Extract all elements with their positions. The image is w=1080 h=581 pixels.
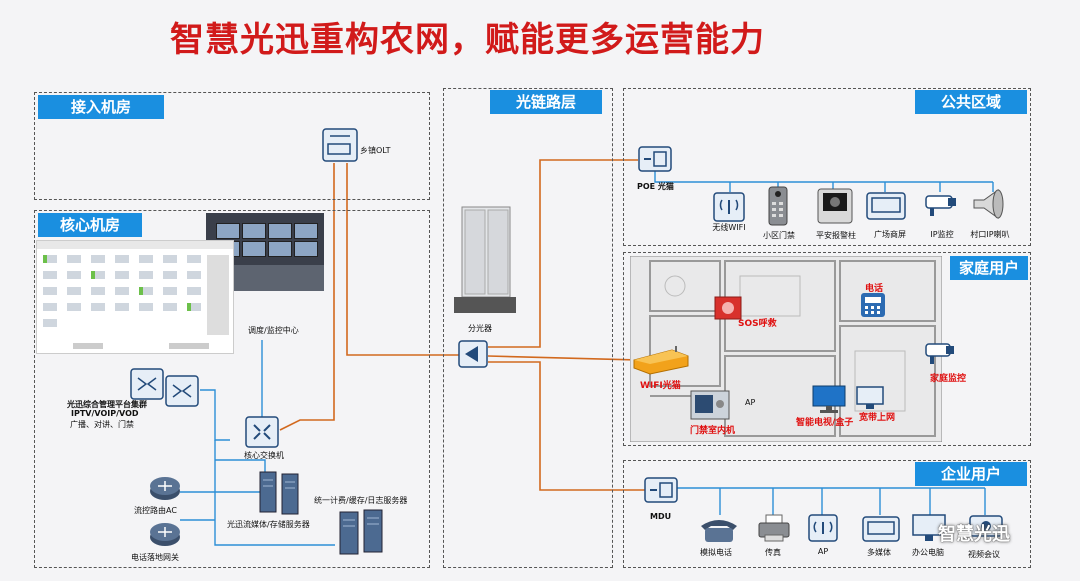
fiber-splitter-home — [487, 355, 641, 361]
poe-onu-icon — [638, 146, 672, 172]
floorplan — [630, 256, 942, 442]
voice-gateway-label: 电话落地网关 — [131, 553, 179, 562]
fiber-splitter-public — [488, 159, 638, 348]
door-access-label: 小区门禁 — [763, 231, 795, 240]
splitter-cabinet-icon — [454, 206, 516, 313]
ap-enterprise-label: AP — [817, 547, 829, 556]
ap-home-label: AP — [745, 398, 756, 407]
enterprise-users-panel — [623, 460, 1031, 568]
fiber-splitter-enterprise — [488, 361, 645, 491]
platform-cluster-icon — [130, 368, 199, 407]
access-room-panel — [34, 92, 430, 200]
wifi-label: 无线WIFI — [712, 223, 746, 232]
stream-servers-label: 光迅流媒体/存储服务器 — [227, 520, 310, 529]
door-indoor-icon — [690, 390, 730, 420]
ethernet-lines — [180, 170, 994, 546]
smart-tv-label: 智能电视/盒子 — [796, 418, 854, 428]
multimedia-label: 多媒体 — [867, 548, 891, 557]
fax-label: 传真 — [765, 548, 781, 557]
speaker-icon — [973, 189, 1004, 219]
analog-phone-icon — [701, 520, 737, 542]
management-screenshot — [36, 240, 234, 354]
ip-camera-icon — [925, 195, 956, 216]
public-area-panel — [623, 88, 1031, 246]
mdu-label: MDU — [650, 512, 672, 521]
door-indoor-label: 门禁室内机 — [690, 426, 736, 436]
olt-label: 乡镇OLT — [360, 146, 391, 155]
watermark: 智慧光迅 — [938, 524, 1010, 545]
stream-servers-icon — [259, 471, 299, 515]
platform-label-3: 广播、对讲、门禁 — [70, 420, 134, 429]
speaker-label: 村口IP喇叭 — [970, 230, 1010, 239]
flow-router-label: 流控路由AC — [134, 506, 177, 515]
platform-label-1: 光迅综合管理平台集群 — [67, 400, 147, 409]
video-conf-icon — [969, 515, 1003, 537]
public-area-title: 公共区域 — [915, 90, 1027, 114]
home-users-panel — [623, 252, 1031, 446]
core-room-title: 核心机房 — [38, 213, 142, 237]
mdu-icon — [644, 477, 678, 503]
office-pc-icon — [912, 514, 946, 541]
control-center-label: 调度/监控中心 — [248, 326, 299, 335]
office-pc-label: 办公电脑 — [912, 548, 944, 557]
access-room-title: 接入机房 — [38, 95, 164, 119]
ip-camera-label: IP监控 — [930, 230, 954, 239]
core-switch-icon — [245, 416, 279, 448]
video-conf-label: 视频会议 — [968, 550, 1000, 559]
flow-router-icon — [150, 477, 180, 500]
platform-label-2: IPTV/VOIP/VOD — [71, 409, 139, 418]
broadcast-screen-label: 广场商屏 — [874, 230, 906, 239]
optical-splitter-icon — [458, 340, 488, 368]
home-camera-icon — [925, 343, 954, 364]
sos-label: SOS呼救 — [738, 319, 777, 329]
poe-onu-label: POE 光猫 — [637, 182, 674, 191]
fiber-lines — [279, 159, 645, 491]
fiber-olt-switch — [279, 163, 335, 431]
analog-phone-label: 模拟电话 — [700, 548, 732, 557]
wifi-onu-label: WIFI光猫 — [640, 381, 681, 391]
enterprise-users-title: 企业用户 — [915, 462, 1027, 486]
olt-icon — [322, 128, 358, 162]
broadcast-screen-icon — [866, 192, 906, 220]
wifi-onu-icon — [633, 346, 689, 375]
core-room-panel — [34, 210, 430, 568]
home-users-title: 家庭用户 — [950, 256, 1028, 280]
ap-enterprise-icon — [808, 514, 838, 542]
phone-icon — [861, 293, 885, 317]
home-camera-label: 家庭监控 — [930, 374, 967, 384]
splitter-label: 分光器 — [468, 324, 492, 333]
sos-icon — [714, 296, 742, 320]
billing-servers-label: 统一计费/缓存/日志服务器 — [314, 496, 408, 505]
voice-gateway-icon — [150, 523, 180, 546]
core-switch-label: 核心交换机 — [244, 451, 284, 460]
optical-layer-panel — [443, 88, 613, 568]
fiber-olt-splitter — [346, 163, 460, 356]
fax-icon — [758, 514, 790, 542]
door-access-icon — [768, 186, 788, 226]
phone-label: 电话 — [865, 284, 884, 294]
billing-servers-icon — [339, 509, 383, 555]
alarm-post-label: 平安报警柱 — [816, 231, 856, 240]
alarm-post-icon — [817, 188, 853, 224]
wifi-icon — [713, 192, 745, 222]
optical-layer-title: 光链路层 — [490, 90, 602, 114]
broadband-label: 宽带上网 — [859, 413, 896, 423]
multimedia-icon — [862, 516, 900, 542]
smart-tv-icon — [812, 385, 846, 413]
pc-icon — [856, 386, 884, 409]
page-title: 智慧光迅重构农网，赋能更多运营能力 — [170, 20, 765, 60]
